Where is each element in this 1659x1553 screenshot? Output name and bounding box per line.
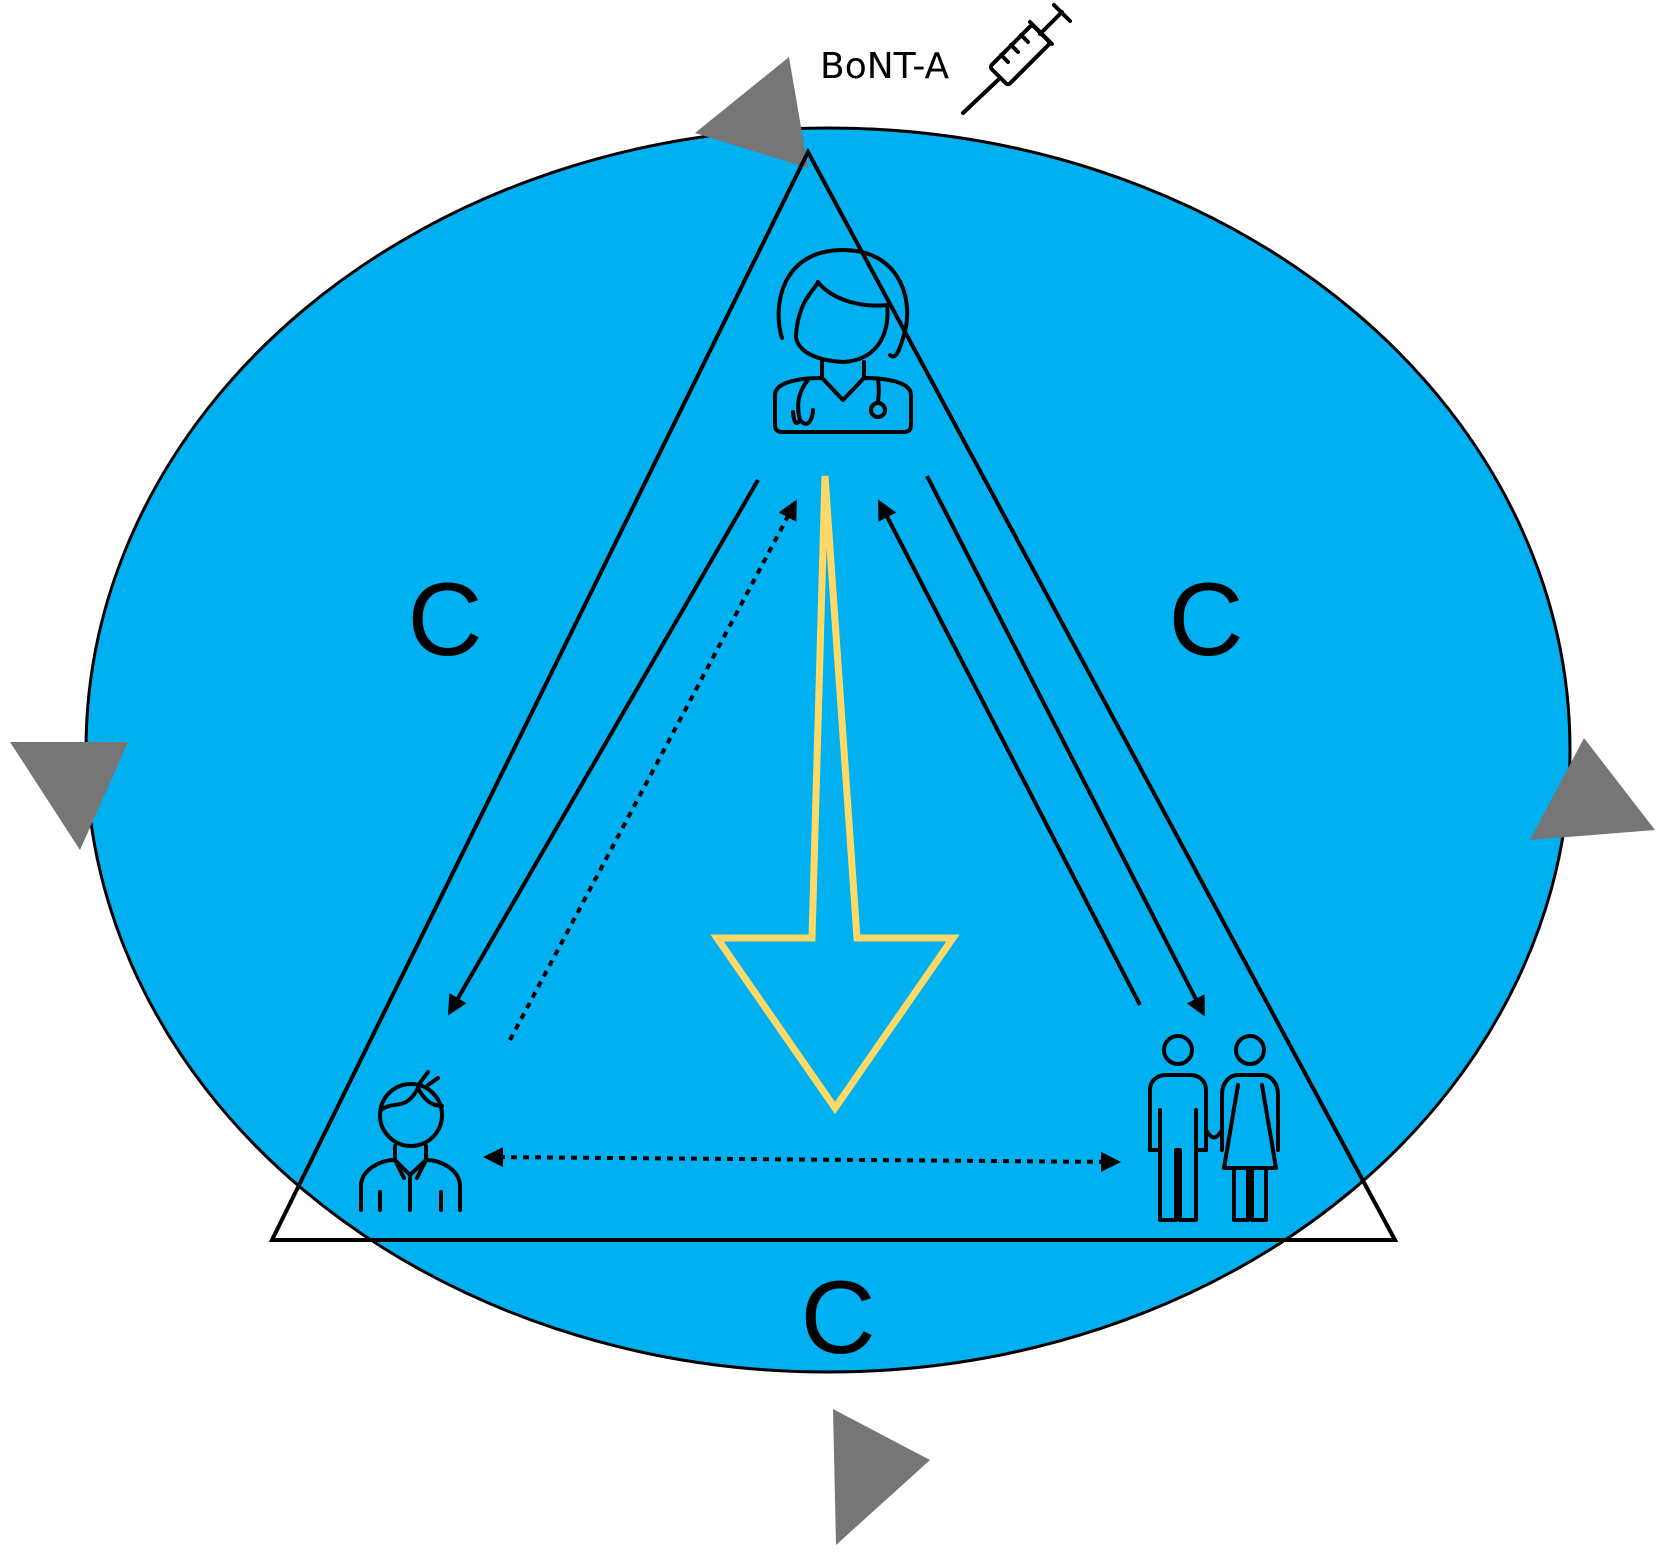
care-triangle xyxy=(268,147,1399,1242)
arrow-doctor-to-parents xyxy=(925,475,1205,1017)
cycle-arrowhead-right xyxy=(1530,738,1655,840)
side-label-left: C xyxy=(407,562,482,678)
arrow-doctor-to-child xyxy=(447,478,760,1016)
drug-label: BoNT-A xyxy=(820,46,950,87)
syringe-icon xyxy=(961,3,1072,115)
cycle-circle xyxy=(84,126,1572,1374)
child-icon xyxy=(359,1070,462,1212)
doctor-icon xyxy=(773,248,913,434)
arrow-parents-to-doctor xyxy=(878,499,1142,1006)
cycle-arrowhead-top xyxy=(695,57,808,168)
cycle-arrowhead-bottom xyxy=(833,1409,930,1545)
parents-icon xyxy=(1148,1034,1280,1222)
arrow-child-parents-dotted xyxy=(483,1147,1121,1172)
side-label-right: C xyxy=(1168,562,1243,678)
cycle-arrowhead-left xyxy=(10,742,128,850)
side-label-bottom: C xyxy=(800,1260,875,1376)
arrow-child-to-doctor-dotted xyxy=(508,499,797,1041)
main-intervention-arrow xyxy=(710,475,960,1115)
